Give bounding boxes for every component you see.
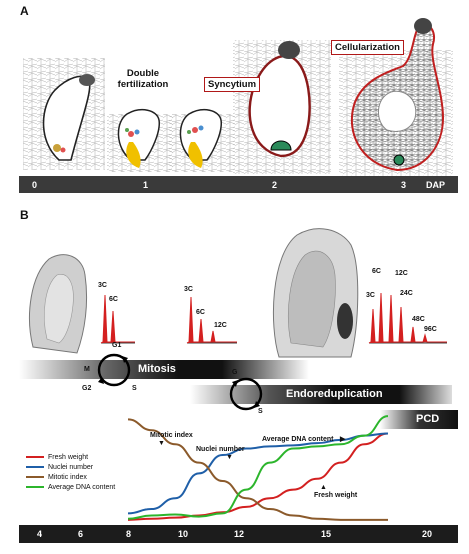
timeline-tick-6: 6 [78,529,84,539]
hist2-label-6c: 6C [196,309,205,316]
hist3-label-6c: 6C [372,268,381,275]
annotation-mitotic-index: Mitotic index [150,432,193,439]
legend-average-dna: Average DNA content [26,482,115,492]
curve-average-dna-content [127,415,389,520]
dap-unit-label: DAP [426,180,446,190]
pcd-label: PCD [416,413,440,425]
curve-mitotic-index [127,418,388,521]
pcd-band [380,410,458,429]
hist3-label-96c: 96C [424,326,437,333]
chart-legend: Fresh weight Nuclei number Mitotic index… [26,452,115,492]
cycle1-g1: G1 [112,342,122,349]
panel-b-micrographs [29,228,447,358]
panel-a-letter: A [20,4,29,18]
legend-nuclei-number: Nuclei number [26,462,115,472]
dap-tick-3: 3 [401,180,407,190]
hist1-label-3c: 3C [98,282,107,289]
cell-cycle-mitotic-icon [97,353,131,387]
cell-cycle-endocycle-icon [229,377,263,411]
panel-b-letter: B [20,208,29,222]
timeline-axis-bar [19,525,458,543]
syncytium-label: Syncytium [204,77,261,92]
cycle1-m: M [84,366,90,373]
annotation-average-dna-arrow: ▶ [340,436,346,443]
double-fertilization-label: Double fertilization [117,68,169,90]
dna-histogram-3 [368,292,447,344]
cycle1-s: S [132,385,137,392]
timeline-tick-20: 20 [422,529,433,539]
timeline-tick-12: 12 [234,529,245,539]
dap-tick-2: 2 [272,180,278,190]
hist3-label-24c: 24C [400,290,413,297]
seed-section-early [29,254,88,354]
legend-mitotic-index: Mitotic index [26,472,115,482]
annotation-fresh-weight: Fresh weight [314,492,358,499]
endoreduplication-label: Endoreduplication [286,388,383,400]
hist2-label-12c: 12C [214,322,227,329]
mitosis-label: Mitosis [138,363,176,375]
annotation-average-dna: Average DNA content [262,436,334,443]
timeline-tick-8: 8 [126,529,132,539]
curve-nuclei-number [127,432,389,515]
timeline-tick-15: 15 [321,529,332,539]
legend-fresh-weight: Fresh weight [26,452,115,462]
cycle1-g2: G2 [82,385,92,392]
annotation-nuclei-number: Nuclei number [196,446,245,453]
cellularization-label: Cellularization [331,40,404,55]
mitosis-band [19,360,309,379]
hist3-label-3c: 3C [366,292,375,299]
hist3-label-48c: 48C [412,316,425,323]
hist2-label-3c: 3C [184,286,193,293]
dna-histogram-1 [100,294,135,344]
annotation-fresh-weight-arrow: ▲ [320,484,327,491]
embryo-sac-stage-1 [23,58,105,170]
annotation-nuclei-number-arrow: ▼ [226,454,233,461]
dap-tick-0: 0 [32,180,38,190]
timeline-tick-10: 10 [178,529,189,539]
seed-section-late [272,228,359,358]
embryo-sac-cellularization [339,18,453,176]
timeline-tick-4: 4 [37,529,43,539]
dap-axis-bar [19,176,458,193]
cycle2-s: S [258,408,263,415]
embryo-sac-syncytium [233,40,331,174]
embryo-sac-stage-2 [107,108,173,172]
panel-a-illustrations [23,18,453,176]
hist3-label-12c: 12C [395,270,408,277]
annotation-mitotic-index-arrow: ▼ [158,440,165,447]
dap-tick-1: 1 [143,180,149,190]
cycle2-g: G [232,369,238,376]
hist1-label-6c: 6C [109,296,118,303]
embryo-sac-stage-3 [169,108,235,172]
endoreduplication-band [190,385,452,404]
dna-histogram-2 [186,296,237,344]
